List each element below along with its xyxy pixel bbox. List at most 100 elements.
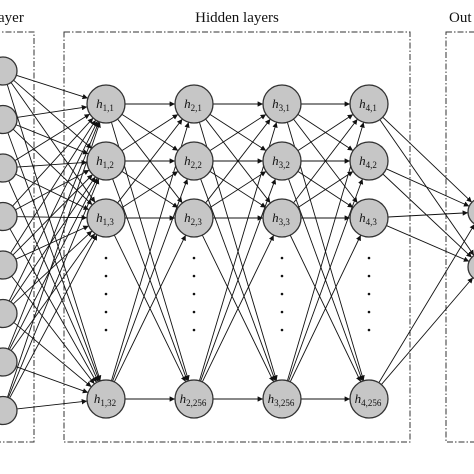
node-label-subscript: 4,2 <box>366 160 377 170</box>
edge-hidden-to-hidden <box>209 113 267 152</box>
hidden-node-label: h3,256 <box>268 391 295 408</box>
hidden-node-label: h1,2 <box>96 153 114 170</box>
ellipsis-dot <box>280 328 284 332</box>
node-label-base: h <box>184 153 191 168</box>
edge-input-to-hidden <box>16 214 88 221</box>
hidden-node <box>174 198 214 238</box>
hidden-node-label: h2,256 <box>180 391 207 408</box>
ellipsis-dot <box>192 310 196 314</box>
edge-input-to-hidden <box>16 159 88 168</box>
hidden-node <box>86 141 126 181</box>
ellipsis-dot <box>367 274 371 278</box>
edge-hidden-to-hidden <box>209 170 267 209</box>
edge-hidden-to-hidden <box>289 234 362 383</box>
node-label-base: h <box>96 153 103 168</box>
hidden-node <box>86 379 126 419</box>
edge-hidden-to-output <box>382 116 473 203</box>
edge-input-to-hidden <box>10 82 96 203</box>
node-label-base: h <box>184 96 191 111</box>
ellipsis-markers <box>104 256 371 332</box>
edge-input-to-hidden <box>12 128 93 206</box>
hidden-node <box>262 198 302 238</box>
ellipsis-dot <box>280 256 284 260</box>
input-node <box>0 201 18 232</box>
edge-hidden-to-hidden <box>200 178 277 382</box>
ellipsis-dot <box>104 310 108 314</box>
input-layer-label: ayer <box>0 10 24 26</box>
node-label-subscript: 1,32 <box>100 398 116 408</box>
node-label-base: h <box>180 391 187 406</box>
edge-input-to-hidden <box>15 169 90 211</box>
node-label-base: h <box>184 210 191 225</box>
ellipsis-dot <box>192 256 196 260</box>
edge-input-to-hidden <box>8 180 99 382</box>
hidden-node <box>174 141 214 181</box>
edge-input-to-hidden <box>10 176 96 303</box>
node-label-subscript: 2,1 <box>191 103 202 113</box>
edge-input-to-hidden <box>13 322 92 388</box>
node-label-base: h <box>96 210 103 225</box>
hidden-node-label: h3,1 <box>272 96 290 113</box>
edge-hidden-to-hidden <box>297 114 354 151</box>
neuron-nodes: h1,1h1,2h1,3h1,32h2,1h2,2h2,3h2,256h3,1h… <box>0 56 474 426</box>
edge-input-to-hidden <box>12 174 93 256</box>
hidden-node <box>86 198 126 238</box>
hidden-node-label: h2,3 <box>184 210 202 227</box>
edge-hidden-to-output <box>378 223 474 383</box>
ellipsis-dot <box>280 274 284 278</box>
output-node <box>467 199 474 225</box>
node-label-subscript: 3,2 <box>279 160 290 170</box>
ellipsis-dot <box>367 292 371 296</box>
node-label-subscript: 2,2 <box>191 160 202 170</box>
hidden-node <box>262 141 302 181</box>
node-label-subscript: 1,3 <box>103 217 115 227</box>
node-label-base: h <box>268 391 275 406</box>
node-label-base: h <box>94 391 101 406</box>
hidden-node-label: h1,32 <box>94 391 116 408</box>
edge-hidden-to-output <box>382 173 473 258</box>
node-label-subscript: 4,256 <box>361 398 382 408</box>
hidden-node <box>174 379 214 419</box>
edge-input-to-hidden <box>16 399 88 410</box>
input-node <box>0 298 18 329</box>
node-label-base: h <box>272 96 279 111</box>
hidden-node <box>262 379 302 419</box>
node-label-base: h <box>359 210 366 225</box>
edge-input-to-hidden <box>16 104 88 118</box>
edge-input-to-hidden <box>15 173 90 211</box>
edge-input-to-hidden <box>7 178 100 398</box>
ellipsis-dot <box>280 310 284 314</box>
edge-hidden-to-hidden <box>112 178 189 382</box>
hidden-node <box>174 84 214 124</box>
input-node <box>0 347 18 377</box>
hidden-layers-box <box>63 31 411 443</box>
edge-input-to-hidden <box>16 366 89 394</box>
node-label-base: h <box>272 153 279 168</box>
node-label-subscript: 4,3 <box>366 217 378 227</box>
connection-edges <box>6 74 474 410</box>
node-label-subscript: 4,1 <box>366 103 377 113</box>
edge-input-to-hidden <box>6 84 102 382</box>
edge-input-to-hidden <box>11 275 95 385</box>
output-node <box>467 254 474 280</box>
input-node <box>0 395 18 426</box>
node-label-subscript: 3,3 <box>279 217 291 227</box>
node-label-base: h <box>355 391 362 406</box>
ellipsis-dot <box>104 274 108 278</box>
edge-input-to-hidden <box>8 177 98 350</box>
edge-input-to-hidden <box>7 121 100 350</box>
edge-hidden-to-hidden <box>113 234 187 383</box>
edge-input-to-hidden <box>7 121 101 398</box>
ellipsis-dot <box>367 310 371 314</box>
node-label-subscript: 3,256 <box>274 398 295 408</box>
hidden-node-label: h3,2 <box>272 153 290 170</box>
edge-hidden-to-hidden <box>297 171 354 208</box>
hidden-node <box>349 84 389 124</box>
hidden-node-label: h1,1 <box>96 96 114 113</box>
hidden-node-label: h2,1 <box>184 96 202 113</box>
node-label-base: h <box>272 210 279 225</box>
ellipsis-dot <box>367 256 371 260</box>
edge-input-to-hidden <box>7 132 101 382</box>
node-label-base: h <box>96 96 103 111</box>
edge-input-to-hidden <box>9 234 98 399</box>
